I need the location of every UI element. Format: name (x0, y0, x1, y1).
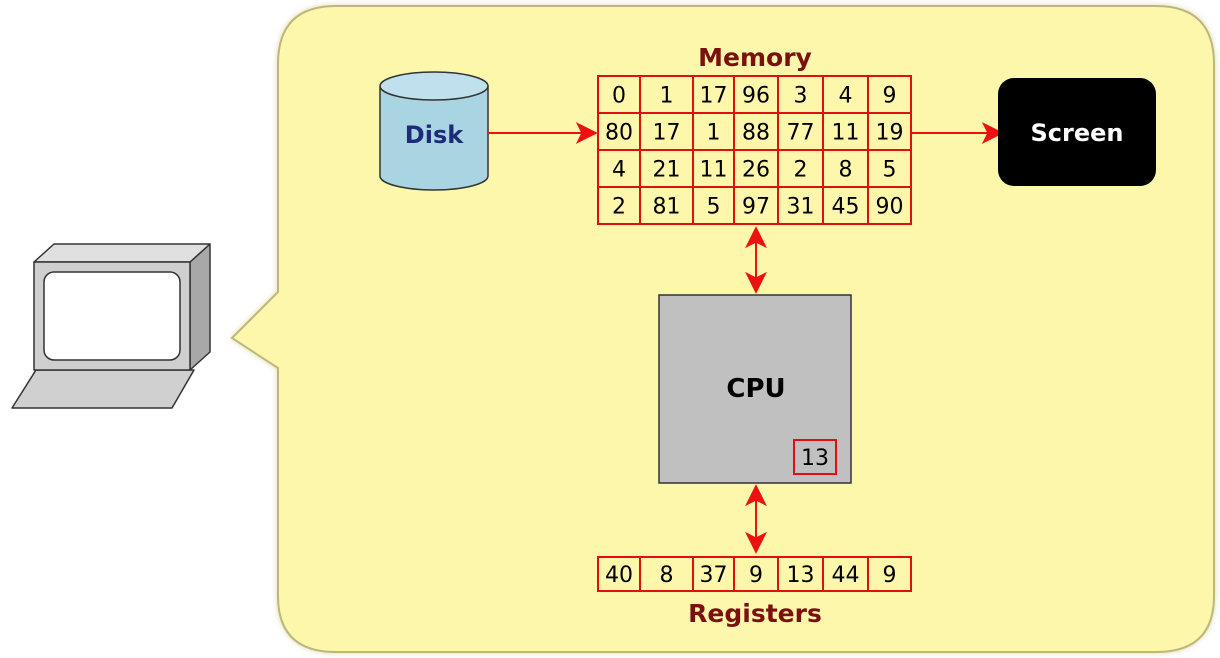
register-cell-value: 8 (660, 563, 674, 588)
memory-cell-value: 45 (832, 195, 860, 220)
cpu: CPU 13 (658, 294, 852, 484)
memory-cell-value: 80 (605, 121, 633, 146)
memory-cell-value: 26 (742, 158, 770, 183)
memory-cell-value: 97 (742, 195, 770, 220)
memory-grid: 0 1 17 96 3 4 9 80 17 1 88 77 11 19 4 21 11 26 2 8 5 2 81 5 97 31… (597, 75, 912, 225)
memory-cell-value: 1 (707, 121, 721, 146)
memory-cell-value: 81 (653, 195, 681, 220)
memory-cell-value: 0 (612, 84, 626, 109)
disk: Disk (379, 71, 489, 191)
memory-cell-value: 88 (742, 121, 770, 146)
registers-grid: 40 8 37 9 13 44 9 (597, 556, 912, 592)
computer-monitor-icon (11, 243, 211, 409)
memory-cell-value: 96 (742, 84, 770, 109)
register-cell (867, 556, 912, 592)
memory-cell-value: 17 (700, 84, 728, 109)
register-cell-value: 40 (605, 563, 633, 588)
screen: Screen (998, 78, 1156, 186)
cpu-label: CPU (726, 374, 785, 404)
cpu-register-cell (793, 439, 837, 475)
memory-cell-value: 1 (660, 84, 674, 109)
memory-cell-value: 9 (883, 84, 897, 109)
memory-label: Memory (698, 43, 812, 72)
memory-cell-value: 11 (700, 158, 728, 183)
memory-cell-value: 31 (787, 195, 815, 220)
registers-label: Registers (688, 599, 822, 628)
memory-cell-value: 4 (839, 84, 853, 109)
cpu-register-value: 13 (801, 446, 829, 471)
memory-cell-value: 3 (794, 84, 808, 109)
memory-cell-value: 5 (883, 158, 897, 183)
memory-cell-value: 8 (839, 158, 853, 183)
register-cell-value: 9 (883, 563, 897, 588)
screen-label: Screen (1031, 119, 1124, 147)
register-cell-value: 37 (700, 563, 728, 588)
register-cell-value: 13 (787, 563, 815, 588)
memory-cell-value: 21 (653, 158, 681, 183)
memory-cell-value: 2 (612, 195, 626, 220)
register-cell-value: 9 (749, 563, 763, 588)
memory-cell-value: 17 (653, 121, 681, 146)
memory-cell-value: 19 (876, 121, 904, 146)
register-cell-value: 44 (832, 563, 860, 588)
memory-cell (867, 186, 912, 225)
disk-label: Disk (405, 121, 464, 149)
memory-cell-value: 77 (787, 121, 815, 146)
memory-cell-value: 5 (707, 195, 721, 220)
memory-cell-value: 4 (612, 158, 626, 183)
memory-cell-value: 11 (832, 121, 860, 146)
memory-cell-value: 2 (794, 158, 808, 183)
memory-cell-value: 90 (876, 195, 904, 220)
